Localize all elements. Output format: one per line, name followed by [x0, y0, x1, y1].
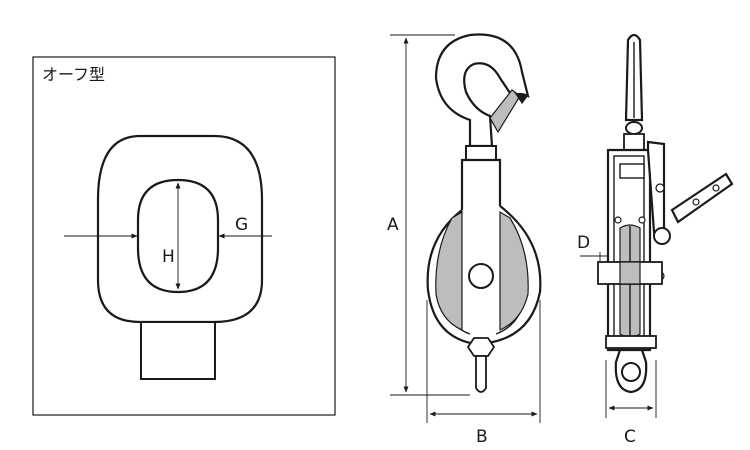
hook-latch: [489, 89, 521, 134]
side-small-bolt-1: [655, 183, 665, 193]
side-latch-lever: [670, 172, 734, 224]
side-small-bolt-3: [614, 216, 622, 224]
side-axle-core: [619, 261, 641, 285]
side-latch-rivet-2: [712, 184, 720, 192]
hook-tip: [514, 92, 528, 104]
sheave-rim-right: [499, 210, 529, 331]
sheave-rim-left: [435, 210, 463, 331]
side-view: C D: [577, 33, 734, 447]
label-b: B: [476, 427, 488, 447]
shank: [465, 145, 497, 161]
label-d: D: [577, 233, 590, 253]
eye-neck: [140, 321, 216, 380]
side-hook-ring: [625, 121, 643, 135]
side-bottom-eye-hole: [621, 362, 641, 382]
side-hinge: [653, 227, 671, 245]
side-latch-rivet-1: [692, 198, 700, 206]
inset-eye-type: オーフ型 G H: [32, 56, 336, 416]
label-g: G: [235, 215, 248, 235]
side-small-bolt-4: [638, 216, 646, 224]
label-a: A: [387, 215, 399, 235]
side-bottom-base: [605, 335, 657, 349]
inset-title: オーフ型: [42, 65, 105, 84]
axle-pin: [468, 263, 494, 289]
front-view: A B: [387, 33, 542, 447]
bottom-pin: [475, 355, 487, 393]
side-top-block: [619, 163, 645, 179]
label-c: C: [624, 427, 636, 447]
hook: [434, 33, 530, 148]
label-h: H: [162, 247, 175, 267]
side-shank: [623, 133, 645, 151]
hex-bolt: [466, 337, 496, 357]
